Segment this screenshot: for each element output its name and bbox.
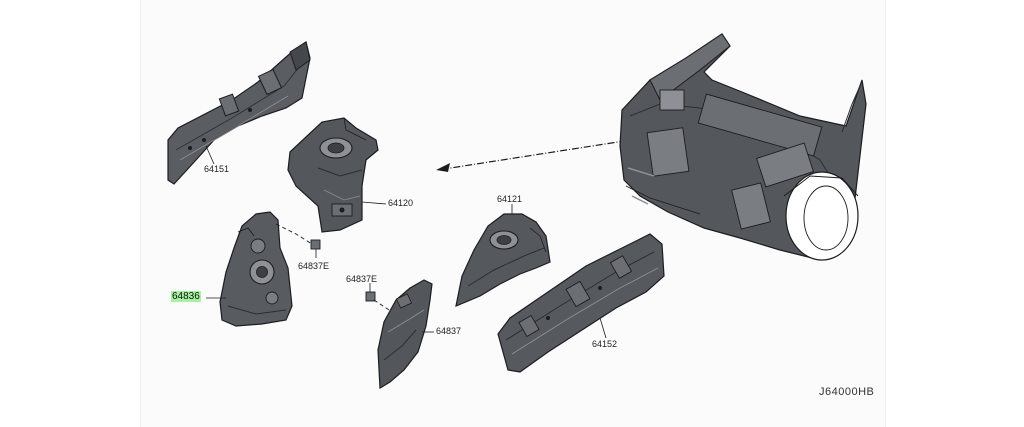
- part-64121[interactable]: [455, 204, 551, 307]
- label-64151[interactable]: 64151: [204, 164, 230, 174]
- diagram-code: J64000HB: [819, 386, 875, 398]
- label-64837e-b[interactable]: 64837E: [346, 274, 378, 284]
- part-64120[interactable]: [287, 117, 387, 233]
- label-64837e-a[interactable]: 64837E: [298, 261, 330, 271]
- vehicle-front-illustration: [619, 33, 867, 261]
- label-64120[interactable]: 64120: [388, 198, 414, 208]
- part-64836[interactable]: [206, 211, 293, 327]
- label-64152[interactable]: 64152: [592, 339, 618, 349]
- part-64837[interactable]: [377, 279, 434, 390]
- part-64837e-clip-a[interactable]: [275, 223, 321, 258]
- label-64837[interactable]: 64837: [436, 326, 462, 336]
- part-64152[interactable]: [497, 233, 665, 373]
- label-64836-highlighted[interactable]: 64836: [171, 291, 201, 302]
- pointer-arrow: [436, 136, 651, 172]
- label-64121[interactable]: 64121: [497, 194, 523, 204]
- part-64151[interactable]: [167, 41, 311, 185]
